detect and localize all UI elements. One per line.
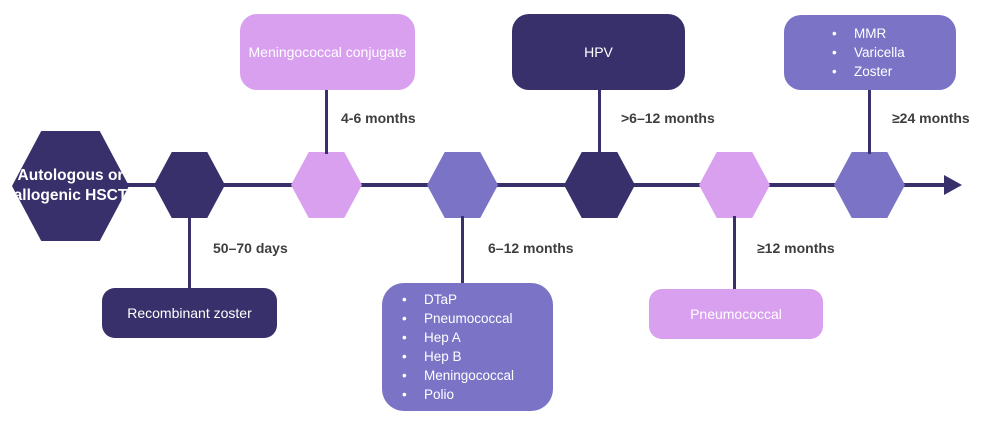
time-label-4-6-months: 4-6 months	[341, 110, 416, 126]
vaccine-box-mmr-varicella-zoster: MMR Varicella Zoster	[784, 15, 956, 90]
start-node-hexagon: Autologous or allogenic HSCT	[12, 131, 129, 241]
list-item: Pneumococcal	[396, 309, 514, 328]
vaccine-box-label: Recombinant zoster	[127, 305, 252, 321]
time-label-gt6-12-months: >6–12 months	[621, 110, 715, 126]
time-label-50-70-days: 50–70 days	[213, 240, 288, 256]
list-item: Zoster	[826, 62, 905, 81]
timeline-node-1-hexagon	[154, 152, 225, 218]
list-item: MMR	[826, 24, 905, 43]
start-label-line2: allogenic HSCT	[13, 187, 128, 204]
vaccine-box-hpv: HPV	[512, 14, 685, 90]
timeline-axis-line	[112, 183, 948, 187]
start-node-label: Autologous or allogenic HSCT	[14, 166, 128, 206]
vaccine-list: DTaP Pneumococcal Hep A Hep B Meningococ…	[396, 290, 514, 404]
vaccine-box-recombinant-zoster: Recombinant zoster	[102, 288, 277, 338]
start-label-line1: Autologous or	[17, 167, 124, 185]
timeline-node-5-hexagon	[699, 152, 770, 218]
vaccine-box-label: Pneumococcal	[690, 306, 782, 322]
timeline-node-6-hexagon	[834, 152, 905, 218]
arrowhead-icon	[944, 175, 962, 195]
vaccine-box-label: Meningococcal conjugate	[248, 44, 407, 60]
list-item: Varicella	[826, 43, 905, 62]
vaccine-box-meningococcal-conjugate: Meningococcal conjugate	[240, 14, 415, 90]
connector-node5-down	[733, 216, 736, 291]
time-label-ge12-months: ≥12 months	[757, 240, 835, 256]
connector-node2-up	[325, 88, 328, 154]
time-label-6-12-months: 6–12 months	[488, 240, 574, 256]
timeline-node-3-hexagon	[427, 152, 498, 218]
vaccine-list: MMR Varicella Zoster	[826, 24, 905, 81]
list-item: DTaP	[396, 290, 514, 309]
vaccine-box-label: HPV	[584, 44, 613, 60]
timeline-node-4-hexagon	[564, 152, 635, 218]
list-item: Hep A	[396, 328, 514, 347]
list-item: Meningococcal	[396, 366, 514, 385]
connector-node6-up	[868, 88, 871, 154]
connector-node3-down	[461, 216, 464, 285]
connector-node1-down	[188, 216, 191, 290]
timeline-node-2-hexagon	[291, 152, 362, 218]
vaccine-box-dtap-group: DTaP Pneumococcal Hep A Hep B Meningococ…	[382, 283, 553, 411]
list-item: Hep B	[396, 347, 514, 366]
vaccine-box-pneumococcal: Pneumococcal	[649, 289, 823, 339]
list-item: Polio	[396, 385, 514, 404]
time-label-ge24-months: ≥24 months	[892, 110, 970, 126]
connector-node4-up	[598, 88, 601, 154]
